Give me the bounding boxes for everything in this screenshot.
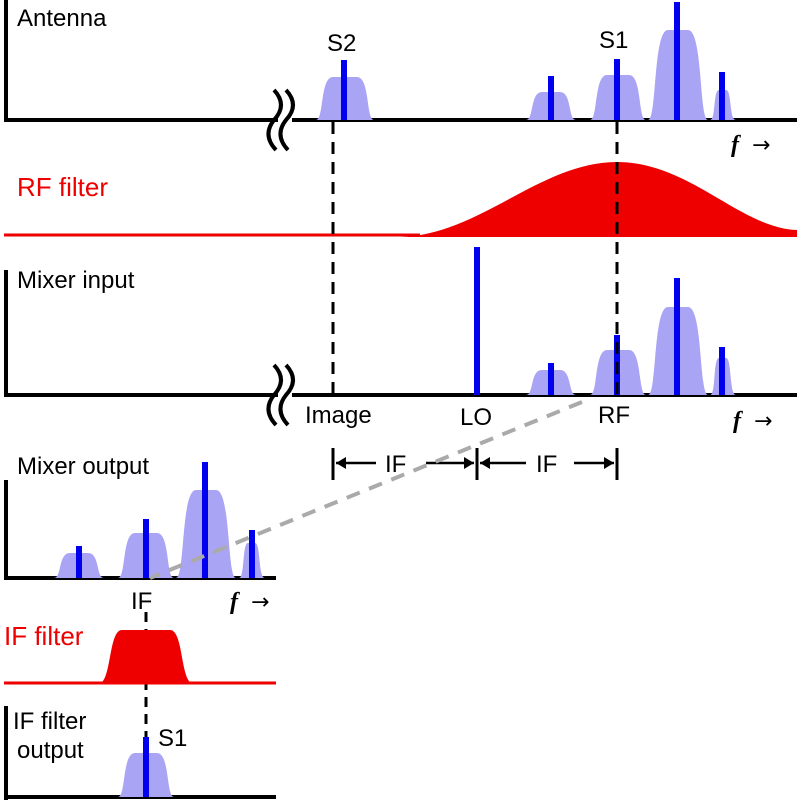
if-left-arrowhead-a: [336, 457, 346, 469]
image-label: Image: [305, 402, 372, 429]
axis-break-left-stroke-2: [266, 363, 283, 427]
mixer-input-carrier-4: [719, 347, 725, 395]
mixer-output-panel: Mixer output IF f →: [4, 453, 276, 615]
mixer-input-carrier-3: [674, 278, 680, 395]
if-span-right-label: IF: [536, 451, 557, 478]
mixer-output-label: Mixer output: [17, 453, 149, 480]
mixer-input-f-arrow: →: [754, 409, 772, 434]
mixer-input-panel: Mixer input Image LO RF f →: [4, 247, 797, 434]
if-filter-panel: IF filter: [4, 621, 276, 685]
if-axis-label: IF: [131, 588, 152, 615]
if-span-left-label: IF: [385, 451, 406, 478]
antenna-carrier-4: [719, 72, 725, 120]
if-right-arrowhead-a: [480, 457, 490, 469]
s1-carrier: [614, 59, 620, 120]
if-output-label-line2: output: [17, 737, 84, 764]
rf-filter-response: [400, 162, 797, 237]
s2-label: S2: [327, 30, 356, 57]
if-filter-label: IF filter: [4, 621, 84, 651]
if-left-arrowhead-b: [464, 457, 474, 469]
rf-filter-panel: RF filter: [4, 162, 797, 237]
if-filter-response: [98, 630, 194, 684]
axis-break-left-stroke: [266, 88, 283, 152]
mixer-output-f-symbol: f: [230, 589, 240, 615]
mixer-output-carrier-4: [249, 530, 255, 578]
mixer-output-if-carrier: [143, 519, 149, 578]
antenna-f-arrow: →: [752, 133, 770, 158]
if-output-s1-label: S1: [158, 725, 187, 752]
mixer-output-f-arrow: →: [251, 590, 269, 615]
s2-carrier: [341, 60, 347, 120]
antenna-f-symbol: f: [731, 132, 741, 158]
antenna-label: Antenna: [17, 5, 107, 32]
if-output-label-line1: IF filter: [13, 708, 86, 735]
mixer-input-label: Mixer input: [17, 267, 135, 294]
antenna-carrier-1: [548, 76, 554, 120]
rf-filter-label: RF filter: [17, 172, 108, 202]
mixer-output-carrier-1: [76, 546, 82, 578]
s1-label: S1: [599, 27, 628, 54]
rf-to-if-mapping-line: [149, 400, 583, 580]
antenna-carrier-3: [674, 2, 680, 120]
if-right-arrowhead-b: [604, 457, 614, 469]
lo-carrier: [474, 247, 480, 395]
if-output-s1-carrier: [143, 737, 149, 797]
mixer-input-f-symbol: f: [733, 408, 743, 434]
axis-break-right-stroke: [278, 88, 295, 152]
axis-break-right-stroke-2: [278, 363, 295, 427]
antenna-panel: Antenna S2 S1 f →: [4, 0, 797, 158]
mixer-input-carrier-1: [548, 363, 554, 395]
lo-label: LO: [460, 404, 492, 431]
mixer-output-carrier-3: [202, 462, 208, 578]
if-filter-output-panel: IF filter output S1: [4, 706, 276, 800]
if-span-brackets: IF IF: [331, 448, 619, 480]
rf-label: RF: [598, 402, 630, 429]
